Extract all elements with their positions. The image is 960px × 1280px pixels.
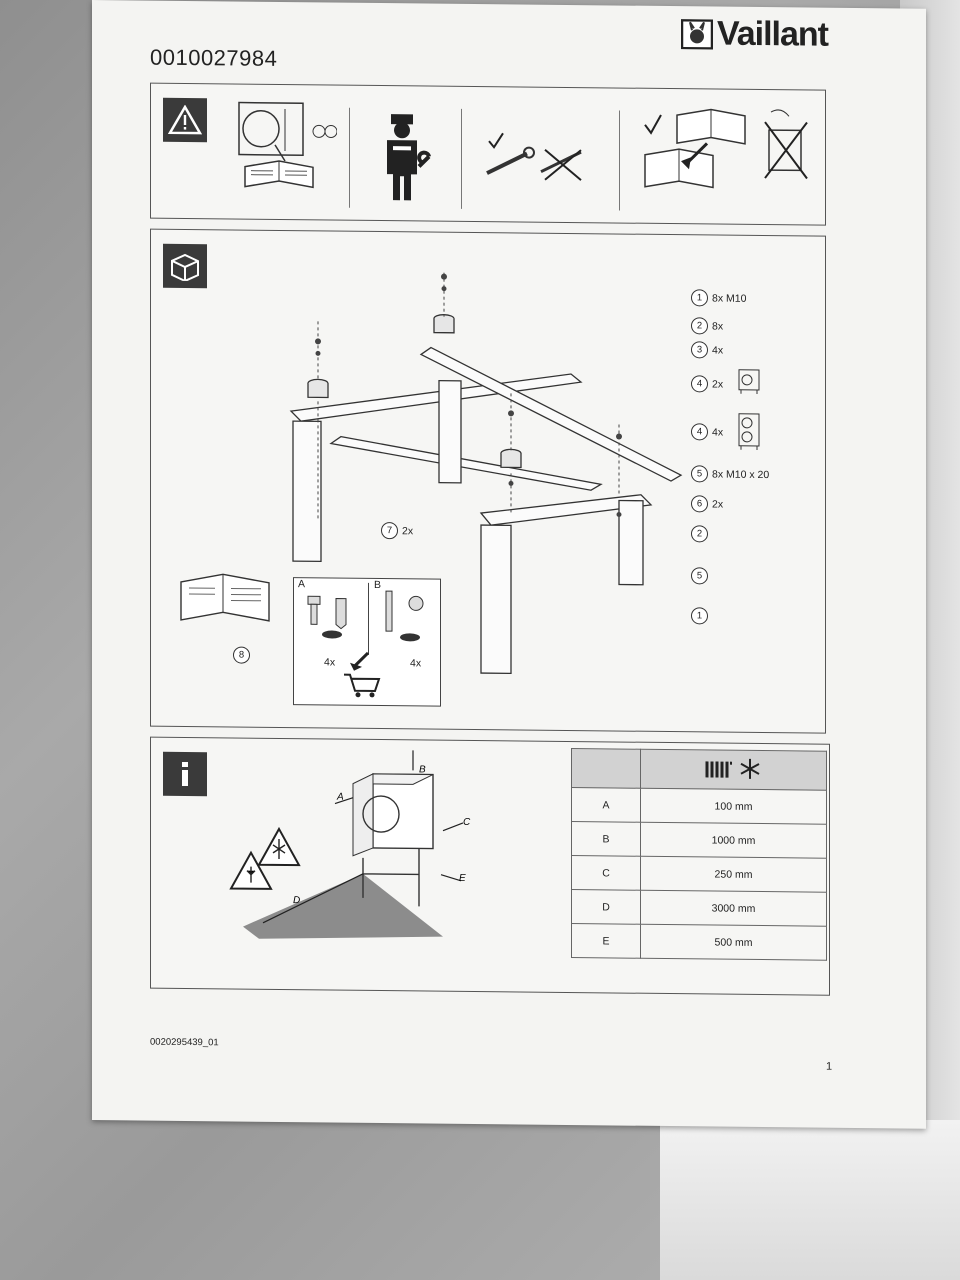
- background-box: [660, 1120, 960, 1280]
- part-callout: 5: [691, 567, 712, 585]
- table-header-modes: [640, 749, 827, 791]
- footer-document-code: 0020295439_01: [150, 1036, 219, 1049]
- brand-name: Vaillant: [716, 14, 828, 54]
- manual-callout: 8: [233, 646, 250, 664]
- bolt-anchor-icon: [307, 595, 347, 639]
- brand-logo: Vaillant: [680, 14, 828, 55]
- snowflake-icon: [740, 758, 760, 779]
- open-manual-icon: [180, 573, 270, 622]
- clearance-label-d: D: [293, 895, 300, 906]
- keep-documents-icon: [644, 108, 808, 189]
- outdoor-unit-small-icon: [738, 369, 760, 394]
- clearance-label-c: C: [463, 817, 471, 828]
- clearance-label-b: B: [419, 764, 426, 775]
- option-a-label: A: [298, 578, 306, 591]
- radiator-icon: [705, 760, 733, 778]
- frost-warning-icon: [257, 826, 301, 867]
- option-a-quantity: 4x: [324, 656, 336, 669]
- correct-tools-icon: [486, 132, 582, 181]
- clearance-label-a: A: [336, 792, 344, 803]
- part-callout: 2: [691, 525, 712, 543]
- instruction-sheet: 0010027984 Vaillant: [92, 0, 926, 1129]
- divider: [368, 582, 369, 655]
- package-contents-icon: [163, 243, 207, 289]
- part-callout: 1: [691, 607, 712, 625]
- plant-damage-warning-icon: [229, 850, 273, 890]
- divider: [461, 108, 462, 209]
- stand-exploded-drawing: [289, 272, 683, 675]
- shopping-cart-icon: [344, 651, 381, 698]
- divider: [349, 107, 350, 208]
- info-icon: [163, 751, 207, 797]
- read-manual-icon: [238, 101, 337, 189]
- outdoor-unit-large-icon: [738, 413, 760, 450]
- table-header-empty: [571, 748, 641, 789]
- technician-icon: [387, 114, 431, 201]
- safety-panel: [150, 82, 826, 226]
- divider: [619, 110, 620, 211]
- page-number: 1: [826, 1060, 833, 1073]
- option-b-quantity: 4x: [410, 657, 422, 670]
- hare-emblem-icon: [680, 18, 713, 50]
- document-number: 0010027984: [150, 44, 278, 71]
- clearance-label-e: E: [459, 873, 466, 884]
- warning-icon: [163, 97, 207, 143]
- clearance-diagram: B A C E D: [229, 750, 471, 939]
- accessory-box: A B 4x 4x: [293, 577, 441, 707]
- threaded-rod-icon: [385, 590, 424, 642]
